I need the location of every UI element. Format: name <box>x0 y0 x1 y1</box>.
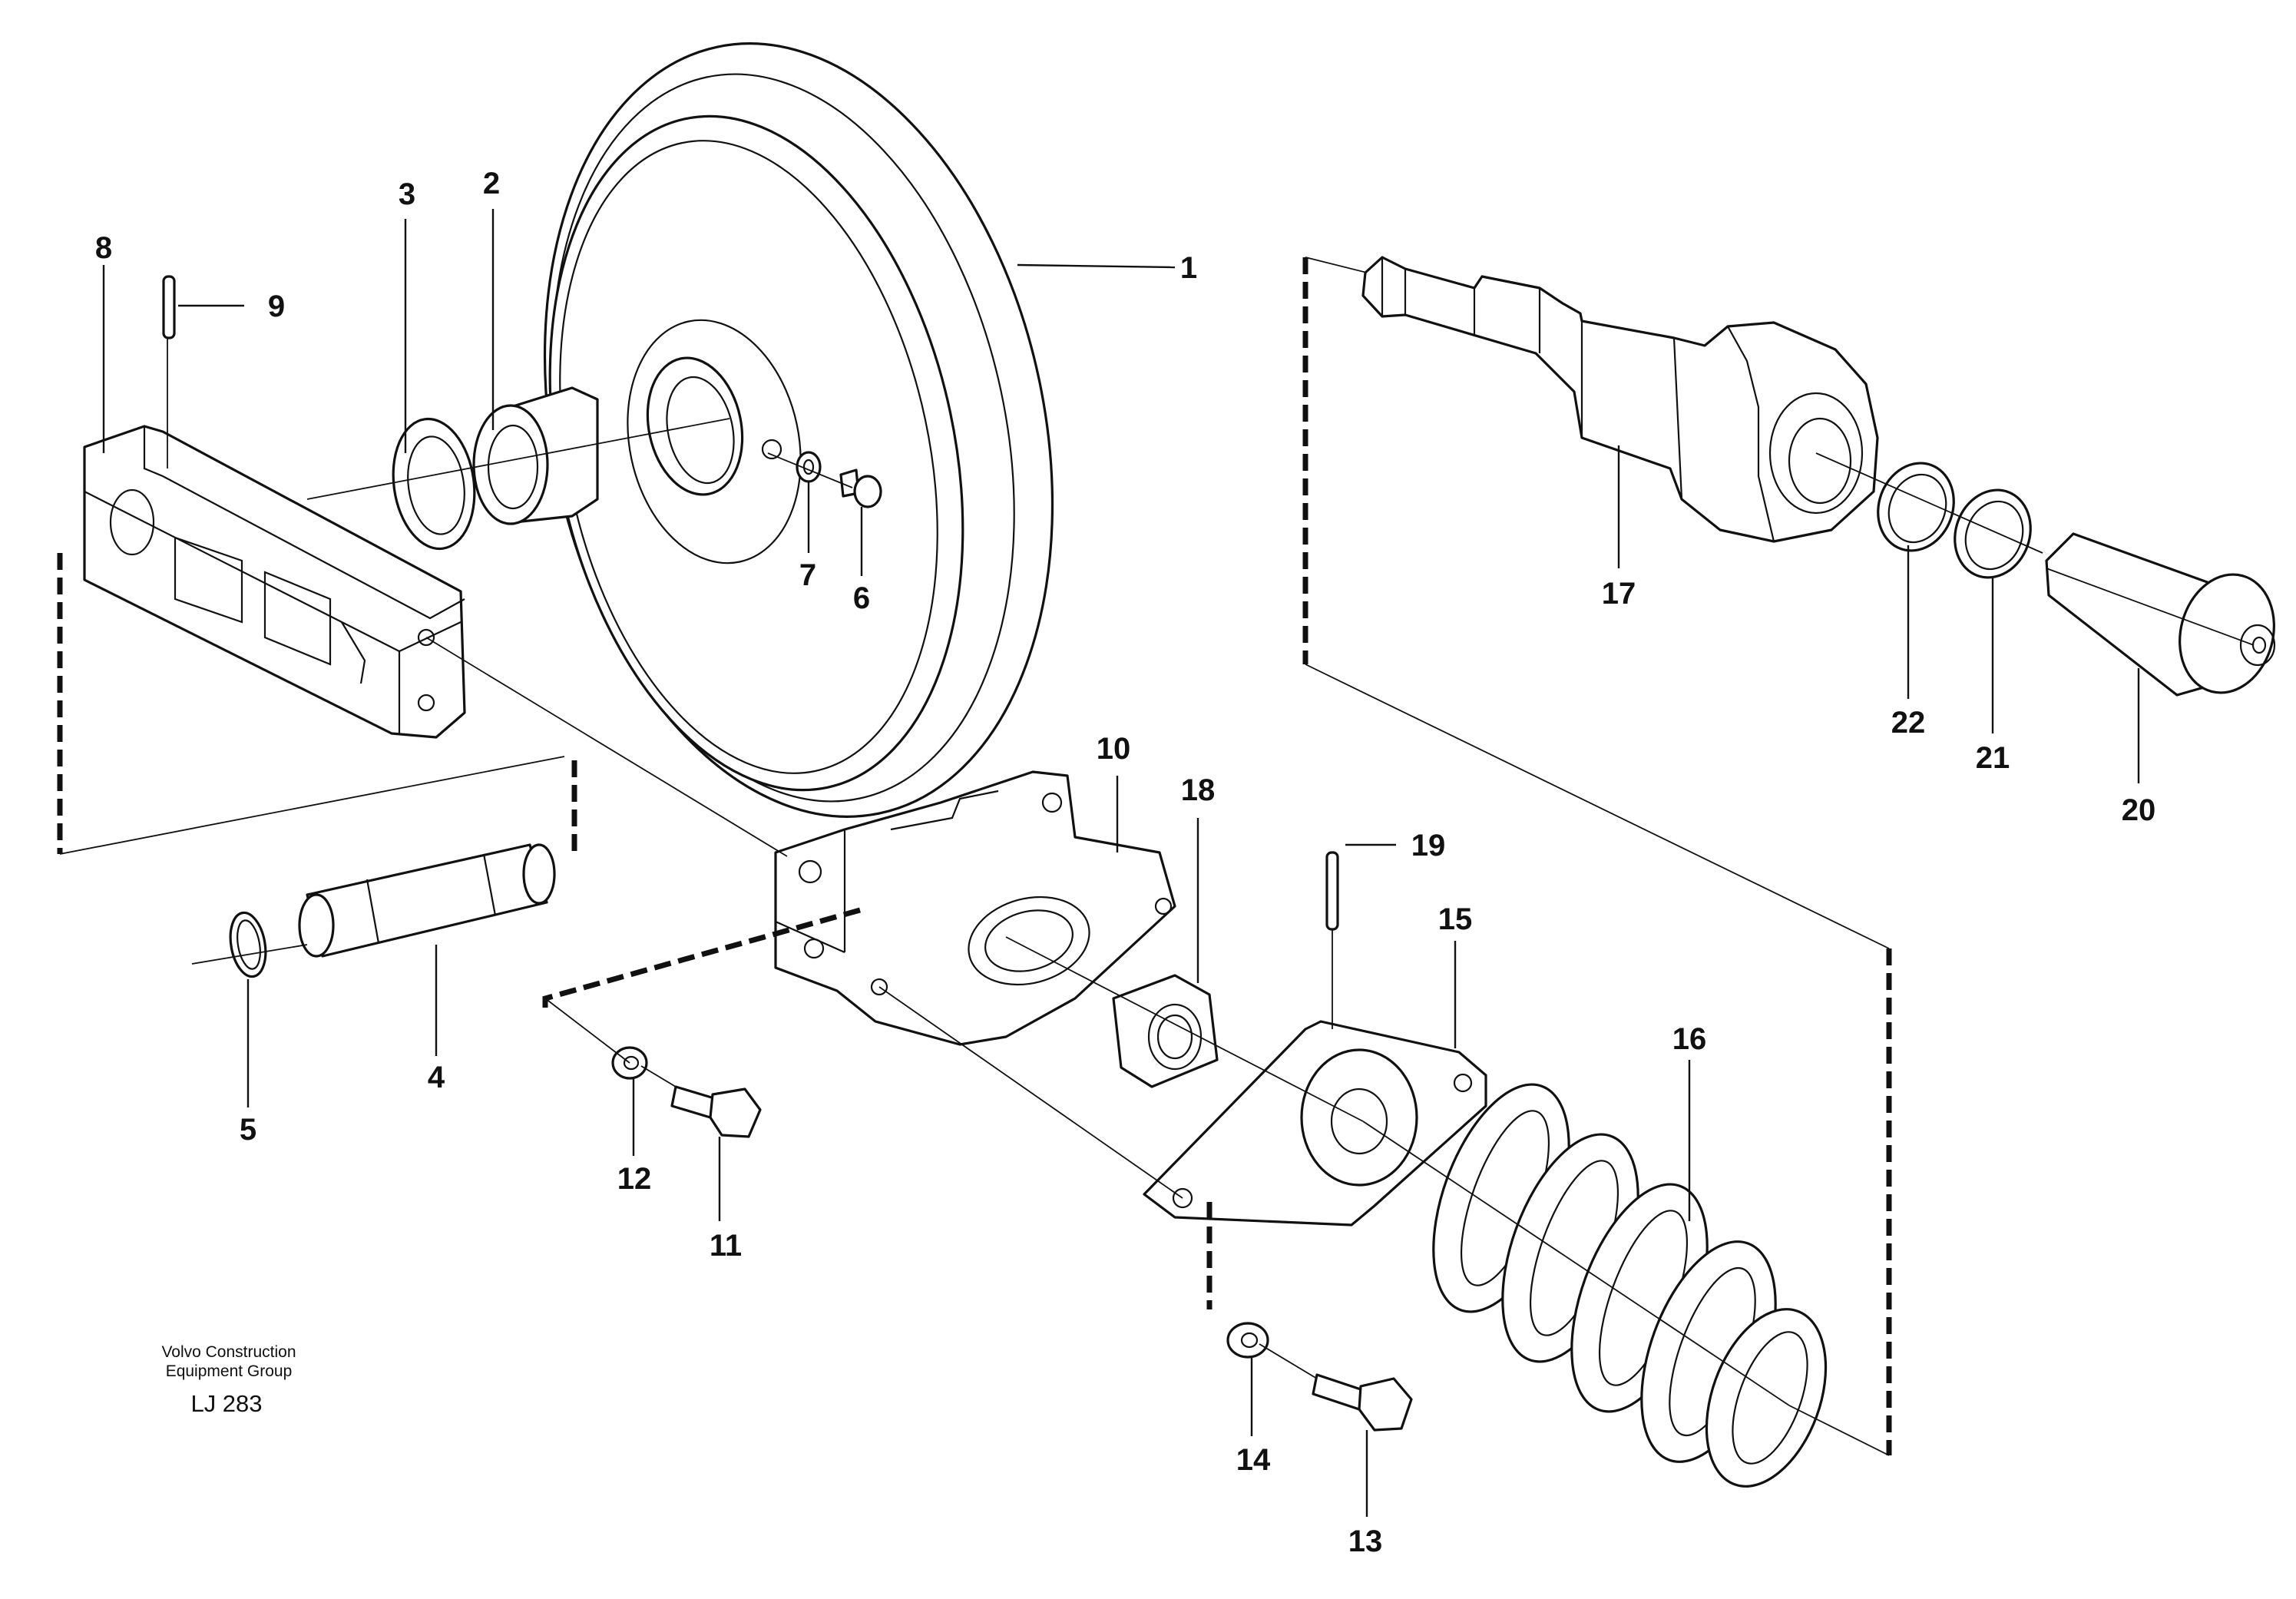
callout-14: 14 <box>1236 1443 1271 1477</box>
idler-wheel <box>543 42 1054 818</box>
credit-block: Volvo Construction Equipment Group LJ 28… <box>161 1343 296 1417</box>
callout-12: 12 <box>617 1162 652 1196</box>
snap-ring <box>229 911 267 978</box>
reference-lines <box>59 257 1890 1456</box>
callout-4: 4 <box>428 1061 445 1094</box>
bolt-and-washer-bottom <box>1226 1322 1413 1432</box>
callout-9: 9 <box>268 290 285 323</box>
bracket <box>83 425 466 739</box>
spindle <box>1361 256 1879 543</box>
screw-and-washer <box>796 451 882 508</box>
leader-lines <box>102 209 2140 1517</box>
nut <box>1112 974 1219 1088</box>
callout-6: 6 <box>853 581 870 615</box>
callout-labels: 1 2 3 4 5 6 7 8 9 10 11 12 13 14 15 16 1… <box>95 167 2155 1558</box>
callout-5: 5 <box>240 1113 256 1147</box>
callout-17: 17 <box>1602 577 1636 611</box>
credit-line-1: Volvo Construction <box>161 1343 296 1361</box>
callout-2: 2 <box>483 167 500 200</box>
callout-11: 11 <box>710 1229 742 1263</box>
assembly-axis-lines <box>167 338 2255 1406</box>
roll-pin <box>162 275 176 339</box>
drawing-code: LJ 283 <box>190 1390 262 1417</box>
credit-line-2: Equipment Group <box>166 1362 293 1380</box>
tension-housing <box>774 770 1176 1046</box>
callout-22: 22 <box>1891 706 1926 740</box>
coil-spring <box>1432 1083 1828 1488</box>
callout-13: 13 <box>1348 1525 1383 1558</box>
callout-7: 7 <box>799 558 816 592</box>
ring-21 <box>1954 488 2032 579</box>
callout-15: 15 <box>1438 902 1473 936</box>
callout-18: 18 <box>1181 773 1216 807</box>
spring-pin <box>1325 851 1339 931</box>
callout-20: 20 <box>2122 793 2156 827</box>
callout-21: 21 <box>1976 741 2010 775</box>
callout-10: 10 <box>1097 732 1131 766</box>
callout-16: 16 <box>1672 1022 1707 1056</box>
seal-ring <box>392 417 476 551</box>
bolt-and-washer-left <box>611 1046 762 1138</box>
pin-plug <box>2045 532 2276 697</box>
ring-22 <box>1877 462 1955 552</box>
callout-19: 19 <box>1411 829 1446 862</box>
shaft <box>298 843 556 958</box>
flange-plate <box>1143 851 1487 1227</box>
bushing <box>472 386 599 525</box>
callout-1: 1 <box>1180 251 1197 285</box>
callout-8: 8 <box>95 231 112 265</box>
callout-3: 3 <box>399 177 415 211</box>
